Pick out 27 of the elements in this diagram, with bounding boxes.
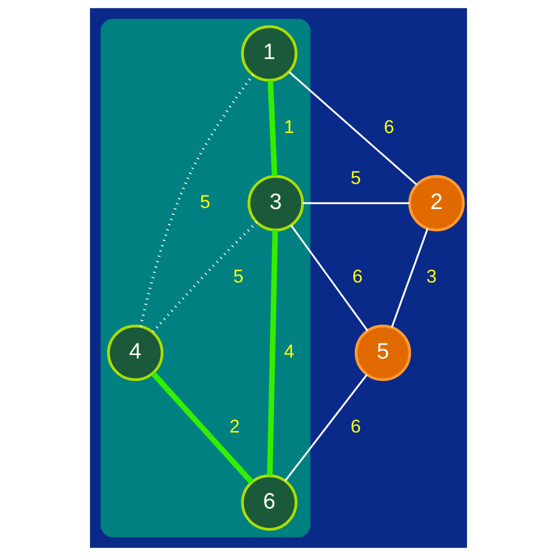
connector [138,74,254,327]
connector [151,221,258,334]
connector [284,374,368,482]
connector [267,80,277,176]
node-circle: 1 [240,25,297,82]
node-circle: 2 [408,174,464,232]
edge-label: 4 [284,340,294,362]
edge-label: 6 [350,415,360,436]
connector [288,71,417,186]
node-circle: 6 [240,474,297,531]
edge-label: 6 [352,266,362,287]
edge-label: 3 [426,266,436,287]
connector [390,228,428,328]
connector [150,372,254,484]
node-circle: 3 [247,174,304,232]
edge-label: 2 [229,415,240,436]
edge-label: 5 [199,190,210,212]
edge-label: 1 [284,116,294,137]
edge-label: 5 [350,166,360,188]
connector [302,202,409,204]
cluster [100,18,310,538]
connector [290,224,368,332]
edge-label: 5 [232,266,244,287]
connector [266,230,278,476]
node-circle: 4 [106,324,163,382]
edge-label: 6 [383,116,394,137]
node-circle: 5 [354,324,411,382]
